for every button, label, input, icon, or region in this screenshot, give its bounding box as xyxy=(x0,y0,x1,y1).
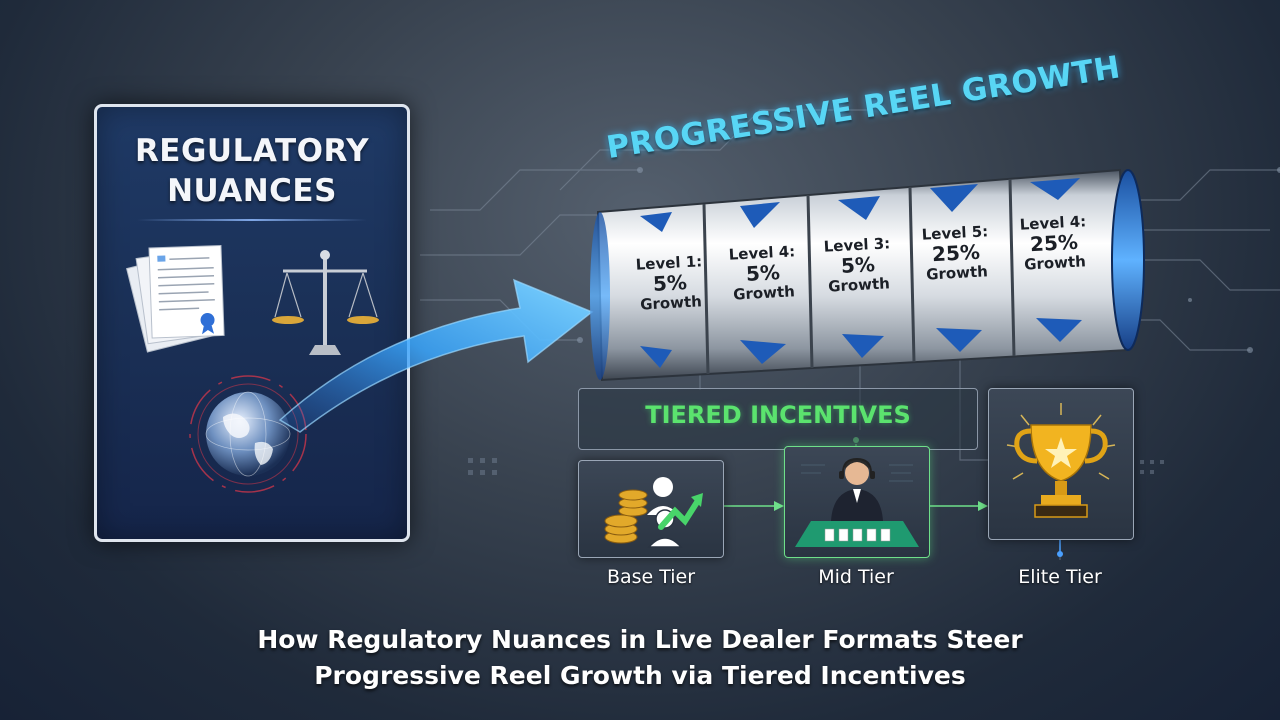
tiered-incentives-title: TIERED INCENTIVES xyxy=(645,401,911,429)
tiered-incentives-banner: TIERED INCENTIVES xyxy=(578,388,978,450)
regulatory-nuances-card: REGULATORY NUANCES xyxy=(94,104,410,542)
base-tier-box xyxy=(578,460,724,558)
title-divider xyxy=(137,219,367,221)
elite-tier-label: Elite Tier xyxy=(1018,566,1102,588)
documents-icon xyxy=(126,244,225,353)
mid-tier-label: Mid Tier xyxy=(818,566,894,588)
base-tier-label: Base Tier xyxy=(606,566,696,588)
headline: How Regulatory Nuances in Live Dealer Fo… xyxy=(140,622,1140,694)
regulatory-title: REGULATORY NUANCES xyxy=(134,133,370,209)
live-dealer-icon xyxy=(795,457,919,547)
headline-line-1: How Regulatory Nuances in Live Dealer Fo… xyxy=(257,625,1023,654)
headline-line-2: Progressive Reel Growth via Tiered Incen… xyxy=(314,661,966,690)
slot-reel xyxy=(590,168,1145,382)
coins-users-icon xyxy=(604,477,703,548)
globe-icon xyxy=(189,375,307,493)
elite-tier-box xyxy=(988,388,1134,540)
mid-tier-box xyxy=(784,446,930,558)
scales-of-justice-icon xyxy=(272,250,379,355)
trophy-icon xyxy=(1006,403,1116,518)
